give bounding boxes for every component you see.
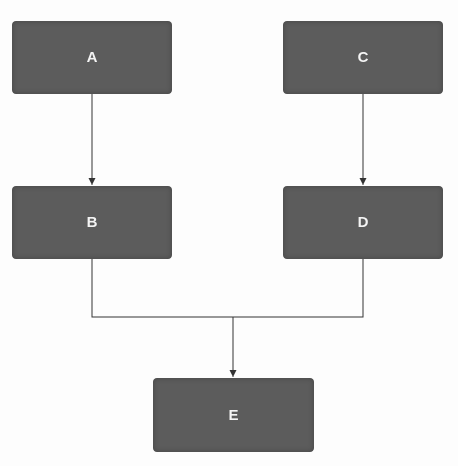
node-c: C bbox=[283, 21, 443, 94]
node-c-label: C bbox=[357, 49, 369, 66]
node-a-label: A bbox=[86, 49, 98, 66]
node-e: E bbox=[153, 378, 314, 452]
edge-b-to-e bbox=[91, 259, 233, 318]
node-b: B bbox=[12, 186, 172, 259]
node-d: D bbox=[283, 186, 443, 259]
node-b-label: B bbox=[86, 214, 98, 231]
node-e-label: E bbox=[228, 406, 239, 424]
node-a: A bbox=[12, 21, 172, 94]
node-d-label: D bbox=[357, 214, 369, 231]
edge-d-to-e bbox=[233, 259, 364, 318]
